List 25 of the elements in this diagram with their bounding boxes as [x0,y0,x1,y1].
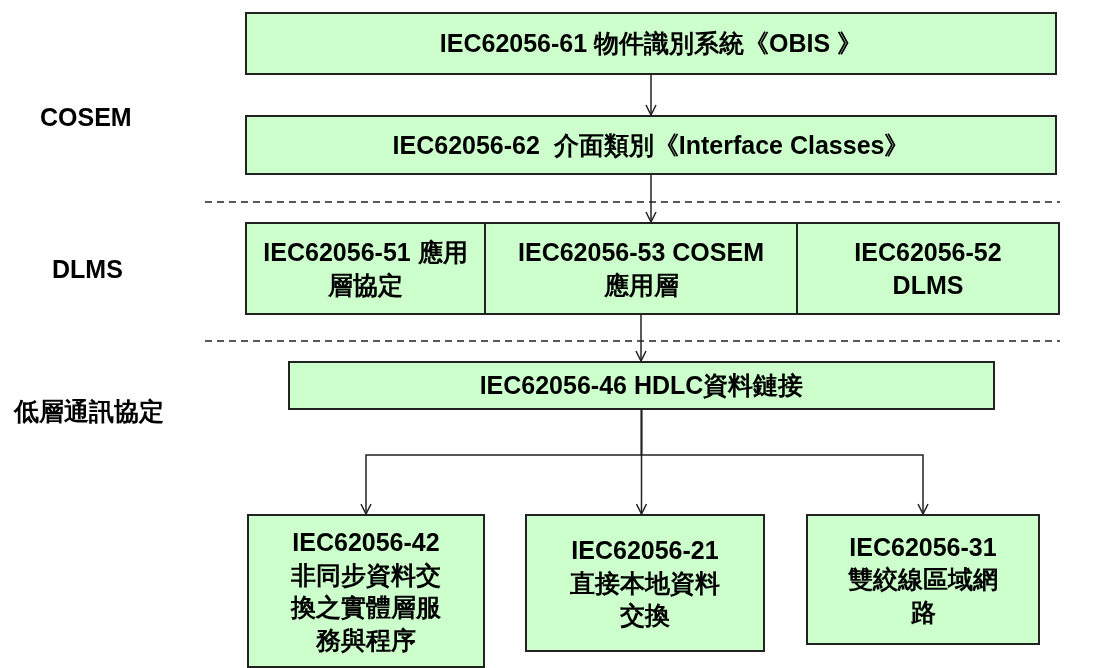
process-box [245,12,1057,75]
arrow [645,174,657,223]
process-box [796,222,1060,315]
process-box [525,514,765,652]
process-box [247,514,485,668]
process-box [245,115,1057,175]
box-text: IEC62056-62 介面類別《Interface Classes》 [392,129,910,161]
box-text: IEC62056-61 物件識別系統《OBIS 》 [439,28,863,60]
arrow [645,74,657,116]
box-text: IEC62056-46 HDLC資料鏈接 [479,370,804,402]
box-text: IEC62056-42 非同步資料交換之實體層服務與程序 [289,527,442,656]
box-text: IEC62056-51 應用層協定 [262,237,469,301]
arrow [635,314,647,362]
arrow [640,409,929,515]
layer-label: COSEM [40,103,132,132]
box-text: IEC62056-31 雙絞線區域網路 [847,531,999,628]
process-box [484,222,798,315]
layer-label: 低層通訊協定 [14,396,164,427]
process-box [806,514,1040,645]
layer-label: DLMS [52,255,123,284]
process-box [288,361,995,410]
process-box [245,222,486,315]
box-text: IEC62056-21 直接本地資料交換 [569,535,721,632]
box-text: IEC62056-53 COSEM應用層 [517,237,765,301]
box-text: IEC62056-52 DLMS [853,237,1003,301]
